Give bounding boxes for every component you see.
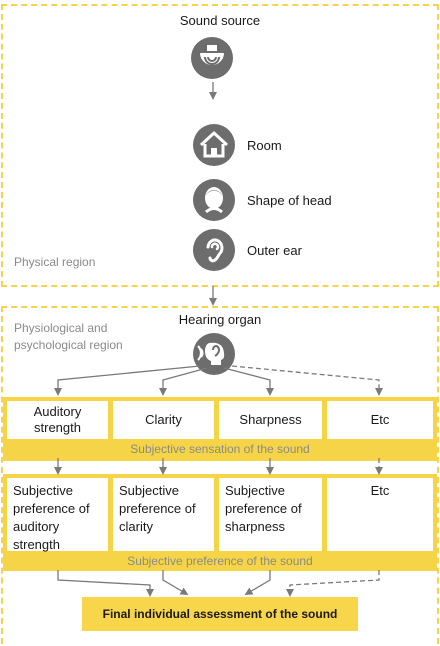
sensation-sharpness-label: Sharpness bbox=[239, 412, 302, 427]
sensation-box-etc: Etc bbox=[327, 401, 433, 439]
preference-box-auditory-strength: Subjective preference of auditory streng… bbox=[7, 478, 108, 552]
speaker-icon bbox=[191, 37, 233, 79]
pref-sharpness-line1: Subjective bbox=[225, 483, 285, 498]
preference-box-etc: Etc bbox=[327, 478, 433, 551]
final-assessment-label: Final individual assessment of the sound bbox=[102, 607, 338, 621]
head-icon bbox=[193, 179, 235, 221]
pref-auditory-line4: strength bbox=[13, 537, 60, 552]
pref-auditory-line2: preference of bbox=[13, 501, 90, 516]
preference-box-clarity: Subjective preference of clarity bbox=[113, 478, 214, 551]
physical-region-frame bbox=[1, 4, 439, 287]
pref-clarity-line3: clarity bbox=[119, 519, 153, 534]
pref-sharpness-line3: sharpness bbox=[225, 519, 285, 534]
pref-clarity-line2: preference of bbox=[119, 501, 196, 516]
pref-sharpness-line2: preference of bbox=[225, 501, 302, 516]
sensation-auditory-line1: Auditory bbox=[33, 404, 82, 419]
sensation-auditory-line2: strength bbox=[34, 420, 81, 435]
pref-clarity-line1: Subjective bbox=[119, 483, 179, 498]
house-icon bbox=[193, 124, 235, 166]
sensation-box-auditory-strength: Auditory strength bbox=[7, 401, 108, 439]
physio-region-label-line1: Physiological and bbox=[14, 321, 108, 335]
ear-icon bbox=[193, 229, 235, 271]
pref-auditory-line1: Subjective bbox=[13, 483, 73, 498]
physiological-region-frame bbox=[1, 306, 439, 644]
sensation-band-label: Subjective sensation of the sound bbox=[130, 442, 310, 456]
pref-etc-label: Etc bbox=[370, 483, 390, 498]
physio-region-label-line2: psychological region bbox=[14, 338, 123, 352]
shape-of-head-label: Shape of head bbox=[247, 193, 332, 208]
preference-band-label: Subjective preference of the sound bbox=[127, 554, 313, 568]
outer-ear-label: Outer ear bbox=[247, 243, 302, 258]
pref-auditory-line3: auditory bbox=[13, 519, 60, 534]
hearing-head-icon bbox=[193, 333, 235, 375]
sensation-box-clarity: Clarity bbox=[113, 401, 214, 439]
sound-source-label: Sound source bbox=[179, 13, 261, 28]
preference-box-sharpness: Subjective preference of sharpness bbox=[219, 478, 322, 551]
sensation-box-sharpness: Sharpness bbox=[219, 401, 322, 439]
final-assessment-box: Final individual assessment of the sound bbox=[82, 597, 358, 631]
physical-region-label: Physical region bbox=[14, 255, 96, 269]
physio-region-label: Physiological and psychological region bbox=[14, 320, 123, 354]
sensation-etc-label: Etc bbox=[370, 412, 390, 427]
sensation-clarity-label: Clarity bbox=[145, 412, 182, 427]
room-label: Room bbox=[247, 138, 282, 153]
hearing-organ-label: Hearing organ bbox=[178, 312, 262, 327]
